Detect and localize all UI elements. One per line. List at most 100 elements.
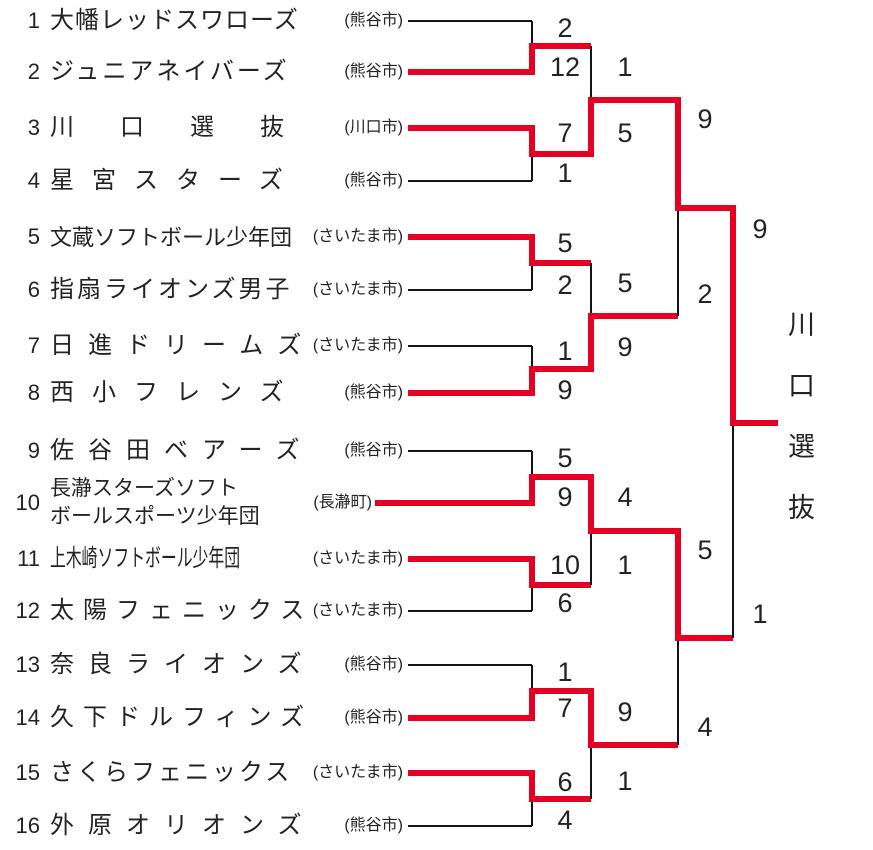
team-seed: 14 [15,705,40,730]
team-city: (さいたま市) [312,337,403,354]
score-round1: 5 [557,228,573,258]
score-round1: 1 [557,657,573,687]
team-seed: 6 [27,277,40,302]
score-round1: 1 [557,336,573,366]
score-round1: 4 [557,805,573,835]
score-round2: 9 [617,332,633,362]
team-line-winner [408,715,532,721]
team-seed: 1 [27,8,40,33]
winner-line [529,796,591,802]
winner-line [675,205,733,211]
team-seed: 7 [27,333,40,358]
winner-line [675,635,733,641]
match-connector [531,263,533,290]
team-line [408,345,532,347]
team-line [408,180,532,182]
team-name: 大幡レッドスワローズ [50,7,299,34]
winner-line [529,151,591,157]
team-line-winner [408,69,532,75]
match-connector-winner [529,234,535,266]
team-name: 太陽フェニックス [50,597,314,624]
match-connector [590,263,592,316]
team-seed: 2 [27,59,40,84]
team-seed: 15 [15,760,40,785]
champion-label: 川口選抜 [784,310,814,554]
team-name: さくらフェニックス [50,759,293,786]
team-name: 佐谷田ベアーズ [50,437,314,464]
winner-line [588,97,678,103]
score-round1: 7 [557,118,573,148]
team-line [408,20,532,22]
score-round1: 7 [557,693,573,723]
match-connector-winner [675,528,681,641]
team-seed: 8 [27,380,40,405]
winner-line [529,366,591,372]
match-connector-winner [529,366,535,396]
team-name: 外原オリオンズ [50,812,316,839]
team-name: 上木崎ソフトボール少年団 [50,545,241,572]
team-name: 久下ドルフィンズ [50,704,314,731]
match-connector [531,346,533,370]
team-city: (熊谷市) [344,656,403,673]
match-connector-winner [529,125,535,157]
score-round1: 10 [549,550,581,580]
team-city: (熊谷市) [344,384,403,401]
match-connector [677,208,679,316]
winner-line [529,43,591,49]
team-line [408,610,532,612]
score-round2: 4 [617,482,633,512]
winner-line [529,688,591,694]
team-seed: 3 [27,115,40,140]
team-name: ジュニアネイバーズ [50,58,290,85]
winner-line [588,313,678,319]
team-city: (熊谷市) [344,63,403,80]
match-connector-winner [529,43,535,75]
score-round1: 6 [557,588,573,618]
team-seed: 13 [15,652,40,677]
score-round2: 1 [617,766,633,796]
team-seed: 4 [27,168,40,193]
match-connector [531,665,533,692]
match-connector-winner [529,770,535,802]
match-connector [531,451,533,478]
team-name: 長瀞スターズソフト [50,477,238,500]
team-name: 日進ドリームズ [50,332,316,359]
winner-line [588,742,678,748]
match-connector [732,423,734,638]
team-city: (熊谷市) [344,817,403,834]
score-round1: 2 [557,13,573,43]
score-round2: 9 [617,697,633,727]
score-semifinal: 9 [697,104,713,134]
match-connector [531,154,533,181]
champion-line [730,420,778,426]
match-connector-winner [588,313,594,372]
team-city: (さいたま市) [312,764,403,781]
match-connector-winner [588,474,594,534]
score-final: 1 [752,599,768,629]
team-city: (熊谷市) [344,172,403,189]
score-semifinal: 5 [697,535,713,565]
team-city: (さいたま市) [312,550,403,567]
team-line-winner [408,556,532,562]
score-semifinal: 4 [697,712,713,742]
match-connector [531,21,533,47]
team-line-winner [408,770,532,776]
score-round1: 9 [557,375,573,405]
team-line [408,825,532,827]
match-connector-winner [529,556,535,588]
team-name: 川口選抜 [50,114,330,141]
team-line-winner [408,390,532,396]
team-name: 星宮スターズ [50,167,301,194]
score-round2: 5 [617,268,633,298]
team-city: (さいたま市) [312,602,403,619]
winner-line [588,528,678,534]
team-city: (熊谷市) [344,442,403,459]
team-name: 文蔵ソフトボール少年団 [50,225,293,250]
team-city: (熊谷市) [344,12,403,29]
match-connector [590,531,592,585]
score-round2: 5 [617,118,633,148]
winner-line [529,582,591,588]
score-round1: 9 [557,482,573,512]
team-city: (熊谷市) [344,709,403,726]
